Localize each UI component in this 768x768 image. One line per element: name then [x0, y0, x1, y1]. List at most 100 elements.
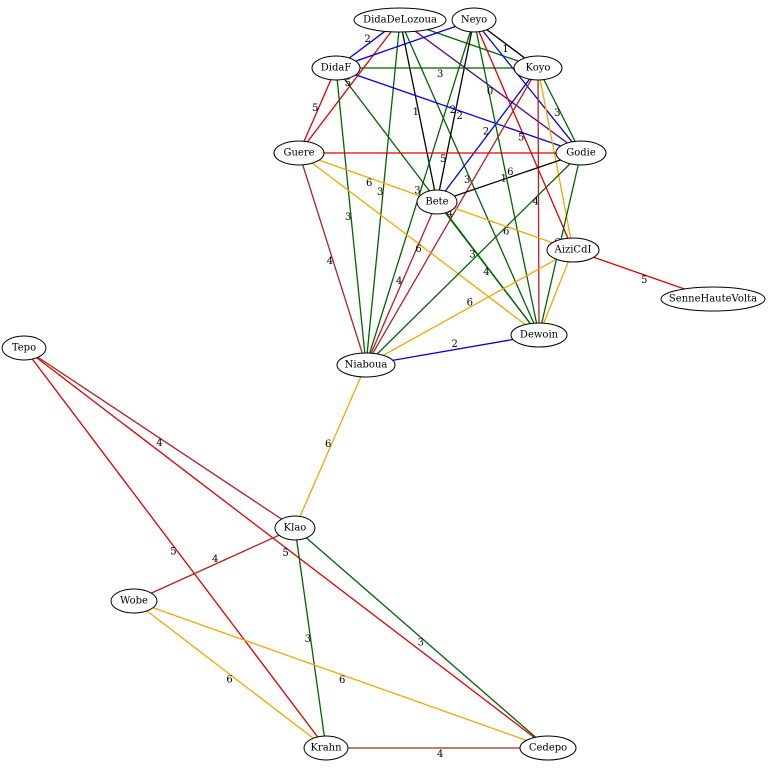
edge-koyo-bete — [436, 67, 539, 203]
node-label-didadelozoua: DidaDeLozoua — [363, 15, 437, 26]
node-shape-guere — [273, 140, 325, 166]
node-wobe: Wobe — [110, 588, 158, 614]
edge-neyo-bete — [436, 19, 475, 203]
node-label-koyo: Koyo — [526, 63, 551, 74]
edge-godie-niaboua — [365, 152, 582, 366]
node-shape-aizicdi — [546, 237, 600, 263]
edges-layer — [23, 19, 714, 749]
edge-didadelozoua-niaboua — [365, 19, 401, 366]
edge-label-wobe-krahn: 6 — [226, 674, 232, 685]
edge-koyo-aizicdi — [537, 67, 574, 251]
edge-label-neyo-koyo: 1 — [502, 44, 508, 55]
node-label-godie: Godie — [566, 148, 596, 159]
node-shape-krahn — [303, 735, 349, 761]
edge-label-klao-wobe: 4 — [212, 554, 218, 565]
edge-label-koyo-godie: 3 — [554, 108, 560, 119]
edge-label-wobe-cedepo: 6 — [339, 675, 345, 686]
node-label-niaboua: Niaboua — [345, 360, 388, 371]
edge-godie-bete — [436, 152, 582, 203]
edge-label-guere-godie: 5 — [440, 154, 446, 165]
edge-neyo-niaboua — [365, 19, 475, 366]
edge-label-tepo-krahn: 5 — [170, 547, 176, 558]
edge-label-didadelozoua-didaf: 2 — [364, 34, 370, 45]
edge-label-neyo-aizicdi: 5 — [518, 132, 524, 143]
edge-label-bete-niaboua: 4 — [396, 276, 402, 287]
edge-label-klao-cedepo: 3 — [418, 638, 424, 649]
node-aizicdi: AiziCdI — [546, 237, 600, 263]
node-label-guere: Guere — [283, 148, 314, 159]
node-label-klao: Klao — [284, 523, 307, 534]
edge-label-didadelozoua-niaboua: 3 — [377, 187, 383, 198]
edge-wobe-cedepo — [133, 600, 549, 749]
edge-tepo-klao — [23, 347, 296, 529]
edge-label-didadelozoua-bete: 1 — [413, 107, 419, 118]
node-label-bete: Bete — [425, 197, 448, 208]
edge-klao-krahn — [294, 527, 327, 749]
node-shape-neyo — [451, 7, 497, 33]
edge-label-dewoin-niaboua: 2 — [452, 339, 458, 350]
edge-label-klao-krahn: 3 — [305, 634, 311, 645]
node-dewoin: Dewoin — [510, 322, 568, 348]
edge-label-neyo-dewoin: 1 — [501, 174, 507, 185]
edge-label-didadelozoua-godie: 0 — [487, 86, 493, 97]
node-didadelozoua: DidaDeLozoua — [353, 7, 447, 33]
edge-label-didaf-guere: 5 — [312, 103, 318, 114]
edge-label-koyo-niaboua: 4 — [447, 209, 453, 220]
node-shape-godie — [555, 140, 607, 166]
edge-tepo-cedepo — [23, 347, 549, 749]
node-label-aizicdi: AiziCdI — [554, 245, 592, 256]
node-label-tepo: Tepo — [12, 343, 36, 354]
edge-label-didaf-godie: 2 — [457, 111, 463, 122]
edge-label-koyo-bete: 2 — [483, 126, 489, 137]
edge-label-didaf-niaboua: 3 — [345, 212, 351, 223]
edge-label-bete-dewoin: 4 — [483, 267, 489, 278]
node-cedepo: Cedepo — [519, 735, 577, 761]
edge-didaf-guere — [298, 67, 337, 154]
node-krahn: Krahn — [303, 735, 349, 761]
edge-koyo-dewoin — [537, 67, 540, 336]
edge-wobe-krahn — [133, 600, 327, 749]
edge-neyo-aizicdi — [473, 19, 574, 251]
edge-niaboua-klao — [294, 364, 367, 529]
edge-label-guere-niaboua: 4 — [327, 256, 333, 267]
node-shape-bete — [416, 189, 458, 215]
edge-klao-wobe — [133, 527, 296, 602]
edge-label-guere-bete: 6 — [366, 178, 372, 189]
edge-label-didadelozoua-dewoin: 3 — [464, 175, 470, 186]
node-tepo: Tepo — [1, 335, 47, 361]
node-shape-sennehautevolta — [660, 286, 766, 312]
node-koyo: Koyo — [513, 55, 563, 81]
edge-didaf-godie — [335, 67, 582, 154]
edge-klao-cedepo — [294, 527, 549, 749]
node-didaf: DidaF — [311, 55, 361, 81]
edge-label-godie-bete: 6 — [507, 167, 513, 178]
node-shape-dewoin — [510, 322, 568, 348]
edge-label-niaboua-klao: 6 — [325, 439, 331, 450]
edge-neyo-dewoin — [473, 19, 540, 336]
edge-label-aizicdi-niaboua: 6 — [467, 297, 473, 308]
edge-label-bete-aizicdi: 6 — [503, 227, 509, 238]
edge-label-koyo-dewoin: 4 — [533, 197, 539, 208]
edge-label-didaf-koyo: 3 — [437, 69, 443, 80]
node-shape-cedepo — [519, 735, 577, 761]
edge-bete-niaboua — [365, 201, 438, 366]
node-label-krahn: Krahn — [310, 743, 342, 754]
node-bete: Bete — [416, 189, 458, 215]
edge-label-neyo-bete: 2 — [450, 105, 456, 116]
node-shape-wobe — [110, 588, 158, 614]
node-label-wobe: Wobe — [120, 596, 148, 607]
node-niaboua: Niaboua — [336, 352, 396, 378]
edge-aizicdi-niaboua — [365, 249, 574, 366]
edge-guere-bete — [298, 152, 438, 203]
edge-label-krahn-cedepo: 4 — [437, 749, 443, 760]
edge-koyo-godie — [537, 67, 582, 154]
node-shape-koyo — [513, 55, 563, 81]
edge-label-godie-niaboua: 3 — [469, 250, 475, 261]
edge-aizicdi-dewoin — [538, 249, 574, 336]
edge-bete-aizicdi — [436, 201, 574, 251]
edge-bete-dewoin — [436, 201, 540, 336]
edge-neyo-didaf — [335, 19, 475, 69]
edge-didadelozoua-bete — [399, 19, 438, 203]
edge-label-tepo-klao: 4 — [156, 438, 162, 449]
